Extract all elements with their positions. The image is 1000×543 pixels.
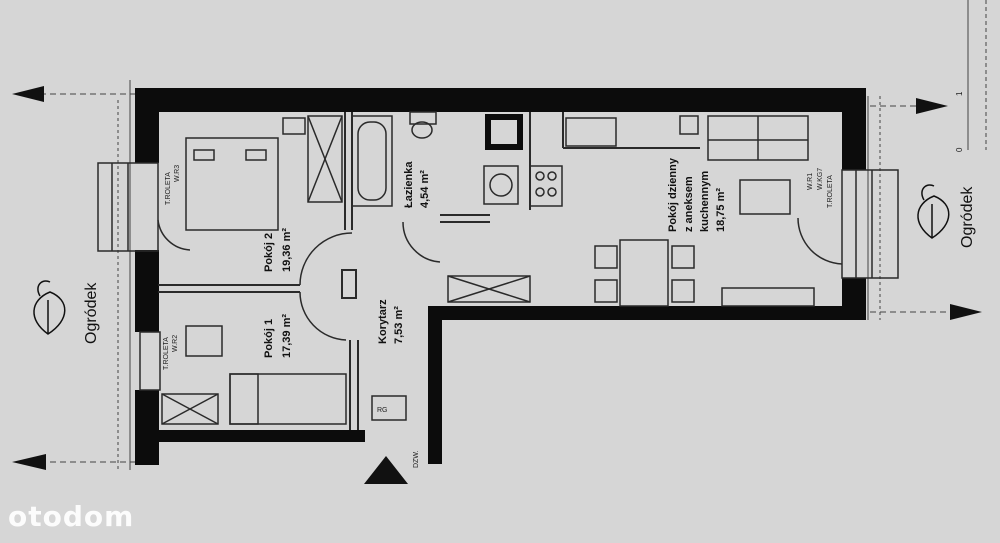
room-name-pokoj2: Pokój 2 <box>263 233 275 272</box>
room-name-pokoj1: Pokój 1 <box>263 319 275 358</box>
scale-one: 1 <box>955 91 964 96</box>
roleta-w2-label: W.R2 <box>172 335 179 352</box>
window-w1-label: W.R1 <box>807 173 814 190</box>
scale-zero: 0 <box>955 147 964 152</box>
room-name-lazienka: Łazienka <box>403 161 415 208</box>
walls <box>135 88 866 465</box>
roleta-label: T.ROLETA <box>827 175 834 208</box>
dimension-lines <box>30 0 987 470</box>
garden-label-left: Ogródek <box>83 282 100 344</box>
tree-icon <box>33 280 66 335</box>
windows <box>97 162 899 391</box>
entrance-arrow-icon <box>364 456 408 484</box>
room-area-pokoj2: 19,36 m² <box>281 228 293 272</box>
roleta-label: T.ROLETA <box>165 172 172 205</box>
small-labels: T.ROLETA W.R3 T.ROLETA W.R2 T.ROLETA W.R… <box>163 165 834 468</box>
room-labels: Pokój 2 19,36 m² Łazienka 4,54 m² Pokój … <box>263 157 727 358</box>
watermark: otodom <box>8 500 135 533</box>
room-line-kuchennym: kuchennym <box>699 171 711 232</box>
dimension-arrows <box>12 86 982 470</box>
rg-label: RG <box>377 407 388 414</box>
room-name-dzienny: Pokój dzienny <box>667 157 679 232</box>
room-line-zaneksem: z aneksem <box>683 176 695 232</box>
doors <box>157 217 843 341</box>
window-wkg-label: W.KG7 <box>817 168 824 190</box>
room-area-pokoj1: 17,39 m² <box>281 314 293 358</box>
room-name-korytarz: Korytarz <box>377 299 389 344</box>
entrance-label: DZW. <box>413 450 420 468</box>
garden-label-right: Ogródek <box>959 186 976 248</box>
roleta-w3-label: W.R3 <box>174 165 181 182</box>
roleta-label: T.ROLETA <box>163 337 170 370</box>
room-area-lazienka: 4,54 m² <box>419 170 431 208</box>
room-area-dzienny: 18,75 m² <box>715 188 727 232</box>
furniture <box>161 111 815 425</box>
tree-icon <box>917 184 950 239</box>
scale: 0 1 <box>955 91 964 152</box>
room-area-korytarz: 7,53 m² <box>393 306 405 344</box>
